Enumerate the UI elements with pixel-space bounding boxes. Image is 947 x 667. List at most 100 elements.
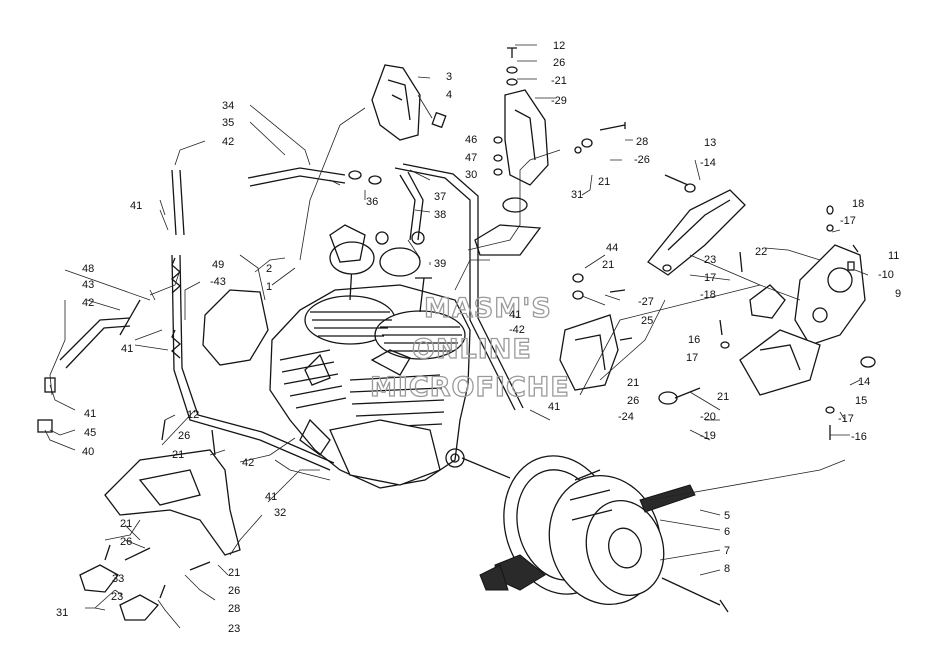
callout-32: 32 bbox=[274, 507, 286, 519]
callout-17b: -17 bbox=[840, 215, 856, 227]
callouts: 1 2 3 4 5 6 7 8 9 -10 11 12 12 13 -14 14… bbox=[56, 40, 901, 635]
callout-21e: 21 bbox=[598, 176, 610, 188]
callout-26b: -26 bbox=[634, 154, 650, 166]
callout-4: 4 bbox=[446, 89, 452, 101]
callout-5: 5 bbox=[724, 510, 730, 522]
watermark: MASM'S ONLINE MICROFICHE bbox=[369, 292, 570, 403]
callout-34: 34 bbox=[222, 100, 234, 112]
heat-shield bbox=[202, 289, 269, 366]
callout-16b: -16 bbox=[851, 431, 867, 443]
callout-21f: 21 bbox=[172, 449, 184, 461]
callout-33: 33 bbox=[112, 573, 124, 585]
callout-30: 30 bbox=[465, 169, 477, 181]
callout-9: 9 bbox=[895, 288, 901, 300]
callout-41: 41 bbox=[130, 200, 142, 212]
angle-bracket bbox=[647, 189, 746, 276]
callout-14: -14 bbox=[700, 157, 716, 169]
callout-42b: 42 bbox=[82, 297, 94, 309]
callout-22: 22 bbox=[755, 246, 767, 258]
callout-42: 42 bbox=[222, 136, 234, 148]
callout-26f: 26 bbox=[228, 585, 240, 597]
callout-41c: 41 bbox=[84, 408, 96, 420]
callout-12: 12 bbox=[553, 40, 565, 52]
callout-21d: 21 bbox=[627, 377, 639, 389]
callout-29: -29 bbox=[551, 95, 567, 107]
callout-19: -19 bbox=[700, 430, 716, 442]
lower-mounts bbox=[79, 564, 160, 621]
callout-11: 11 bbox=[888, 250, 899, 262]
callout-17: 17 bbox=[704, 272, 716, 284]
callout-44: 44 bbox=[606, 242, 618, 254]
callout-7: 7 bbox=[724, 545, 730, 557]
lower-mount-plate bbox=[104, 449, 241, 556]
callout-21c: 21 bbox=[602, 259, 614, 271]
callout-42d: 42 bbox=[242, 457, 254, 469]
callout-23: 23 bbox=[704, 254, 716, 266]
callout-26e: 26 bbox=[120, 536, 132, 548]
callout-38: 38 bbox=[434, 209, 446, 221]
callout-10: -10 bbox=[878, 269, 894, 281]
callout-14b: 14 bbox=[858, 376, 870, 388]
callout-21b: -21 bbox=[551, 75, 567, 87]
watermark-line-1: MASM'S bbox=[424, 293, 552, 324]
callout-37: 37 bbox=[434, 191, 446, 203]
callout-40: 40 bbox=[82, 446, 94, 458]
callout-27: -27 bbox=[638, 296, 654, 308]
callout-28b: 28 bbox=[228, 603, 240, 615]
callout-47: 47 bbox=[465, 152, 477, 164]
callout-42c: -42 bbox=[509, 324, 525, 336]
callout-18: 18 bbox=[852, 198, 864, 210]
callout-39: 39 bbox=[434, 258, 446, 270]
callout-25: 25 bbox=[641, 315, 653, 327]
leader-lines bbox=[44, 44, 869, 629]
callout-21g: 21 bbox=[120, 518, 132, 530]
callout-2: 2 bbox=[266, 263, 272, 275]
callout-31b: 31 bbox=[56, 607, 68, 619]
callout-8: 8 bbox=[724, 563, 730, 575]
watermark-line-3: MICROFICHE bbox=[370, 372, 570, 403]
top-mount-bracket bbox=[371, 64, 447, 141]
callout-13: 13 bbox=[704, 137, 716, 149]
callout-49: 49 bbox=[212, 259, 224, 271]
callout-12b: 12 bbox=[187, 409, 199, 421]
drive-clutch bbox=[479, 455, 729, 613]
callout-35: 35 bbox=[222, 117, 234, 129]
callout-17d: 17 bbox=[686, 352, 698, 364]
callout-26: 26 bbox=[553, 57, 565, 69]
engine bbox=[269, 241, 511, 489]
callout-15: 15 bbox=[855, 395, 867, 407]
callout-21h: 21 bbox=[228, 567, 240, 579]
callout-41d: 41 bbox=[265, 491, 277, 503]
frame-bracket bbox=[794, 244, 866, 346]
watermark-line-2: ONLINE bbox=[412, 334, 532, 365]
callout-17c: -17 bbox=[838, 413, 854, 425]
callout-43: 43 bbox=[82, 279, 94, 291]
right-mount bbox=[739, 284, 821, 396]
callout-28: 28 bbox=[636, 136, 648, 148]
callout-41f: 41 bbox=[509, 309, 521, 321]
callout-45: 45 bbox=[84, 427, 96, 439]
callout-46: 46 bbox=[465, 134, 477, 146]
callout-1: 1 bbox=[266, 281, 272, 293]
hardware bbox=[104, 47, 876, 599]
callout-23c: 23 bbox=[228, 623, 240, 635]
callout-16: 16 bbox=[688, 334, 700, 346]
upper-bracket bbox=[474, 89, 549, 256]
callout-48: 48 bbox=[82, 263, 94, 275]
rear-support bbox=[559, 314, 619, 391]
callout-21: 21 bbox=[717, 391, 729, 403]
callout-20: -20 bbox=[700, 411, 716, 423]
callout-18b: -18 bbox=[700, 289, 716, 301]
callout-41e: 41 bbox=[548, 401, 560, 413]
callout-3: 3 bbox=[446, 71, 452, 83]
callout-26d: 26 bbox=[178, 430, 190, 442]
callout-6: 6 bbox=[724, 526, 730, 538]
callout-41b: 41 bbox=[121, 343, 133, 355]
callout-24: -24 bbox=[618, 411, 634, 423]
callout-36: 36 bbox=[366, 196, 378, 208]
callout-26c: 26 bbox=[627, 395, 639, 407]
callout-31: 31 bbox=[571, 189, 583, 201]
callout-23b: 23 bbox=[111, 591, 123, 603]
callout-43b: -43 bbox=[210, 276, 226, 288]
